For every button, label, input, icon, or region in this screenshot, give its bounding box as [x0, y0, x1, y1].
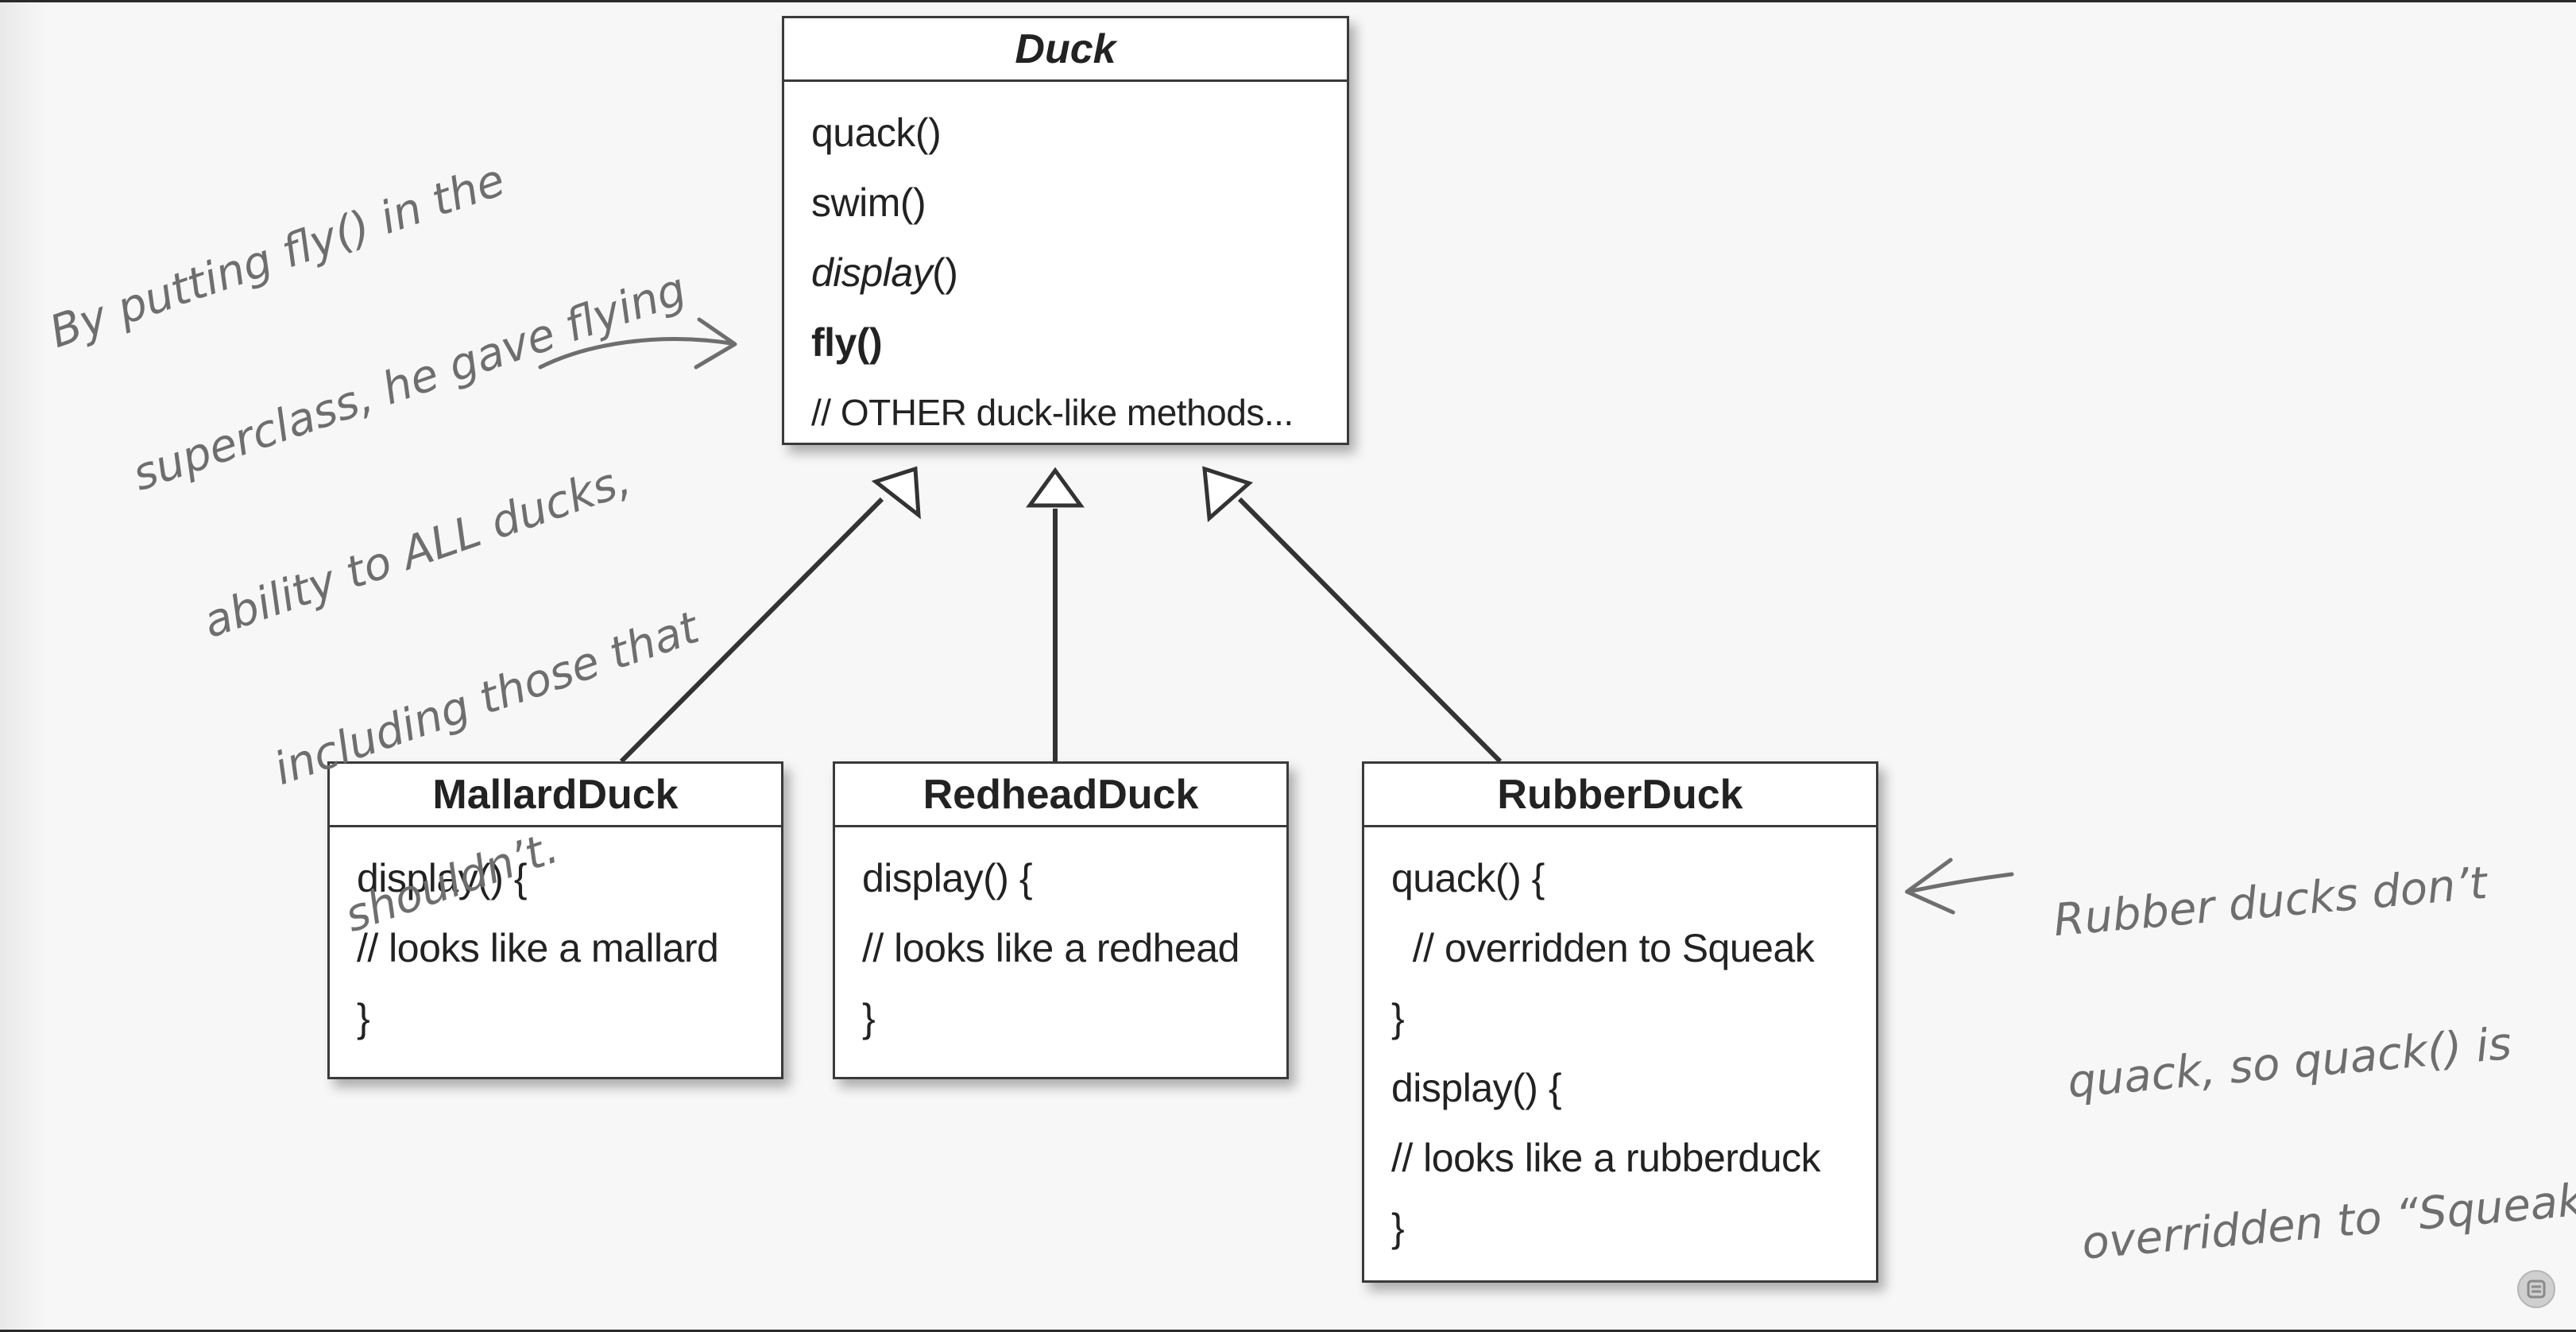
- rubber-generalization-line: [1237, 497, 1503, 764]
- mallard-duck-class-box: MallardDuck display() { // looks like a …: [327, 761, 783, 1079]
- rubber-duck-class-box: RubberDuck quack() { // overridden to Sq…: [1362, 761, 1878, 1283]
- mallard-inheritance-arrowhead: [871, 466, 921, 520]
- redhead-duck-class-box: RedheadDuck display() { // looks like a …: [833, 761, 1289, 1079]
- rubber-duck-class-name: RubberDuck: [1364, 764, 1876, 827]
- rubber-line-6: }: [1391, 1206, 1405, 1250]
- mallard-line-2: // looks like a mallard: [357, 926, 719, 970]
- redhead-line-1: display() {: [862, 856, 1033, 900]
- right-annotation-line: Rubber ducks don’t: [2051, 857, 2489, 947]
- method-quack: quack(): [811, 110, 942, 155]
- right-annotation-line: quack, so quack() is: [2065, 1017, 2514, 1109]
- method-swim: swim(): [811, 180, 926, 225]
- duck-class-name: Duck: [784, 18, 1347, 82]
- redhead-line-2: // looks like a redhead: [862, 926, 1240, 970]
- mallard-line-1: display() {: [357, 856, 528, 900]
- method-display-parens: (): [932, 250, 958, 295]
- rubber-line-5: // looks like a rubberduck: [1391, 1136, 1821, 1180]
- rubber-line-4: display() {: [1391, 1066, 1562, 1110]
- right-note-arrowhead: [1905, 858, 1955, 915]
- redhead-duck-class-name: RedheadDuck: [835, 764, 1286, 827]
- rubber-line-1: quack() {: [1391, 856, 1545, 900]
- rubber-line-3: }: [1391, 996, 1405, 1040]
- method-other: // OTHER duck-like methods...: [811, 392, 1294, 433]
- left-note-arrowhead: [694, 317, 737, 370]
- settings-badge-icon[interactable]: [2517, 1270, 2555, 1308]
- right-annotation-line: overridden to “Squeak”.: [2079, 1171, 2576, 1270]
- mallard-duck-methods: display() { // looks like a mallard }: [330, 827, 781, 1053]
- right-note-arrow: [1906, 872, 2014, 894]
- redhead-inheritance-arrowhead: [1026, 467, 1085, 508]
- settings-badge-glyph: [2527, 1280, 2546, 1299]
- rubber-duck-methods: quack() { // overridden to Squeak } disp…: [1364, 827, 1876, 1263]
- duck-methods: quack() swim() display() fly() // OTHER …: [784, 82, 1347, 447]
- mallard-duck-class-name: MallardDuck: [330, 764, 781, 827]
- method-display: display(): [811, 238, 1347, 308]
- mallard-generalization-line: [619, 497, 884, 764]
- mallard-line-3: }: [357, 996, 370, 1040]
- right-annotation: Rubber ducks don’t quack, so quack() is …: [2042, 740, 2576, 1326]
- rubber-line-2: // overridden to Squeak: [1391, 926, 1815, 970]
- method-fly: fly(): [811, 320, 883, 365]
- redhead-duck-methods: display() { // looks like a redhead }: [835, 827, 1286, 1053]
- duck-class-box: Duck quack() swim() display() fly() // O…: [782, 16, 1349, 445]
- redhead-line-3: }: [862, 996, 876, 1040]
- method-display-name: display: [811, 250, 933, 295]
- left-note-arrow: [538, 337, 733, 370]
- rubber-inheritance-arrowhead: [1202, 466, 1253, 523]
